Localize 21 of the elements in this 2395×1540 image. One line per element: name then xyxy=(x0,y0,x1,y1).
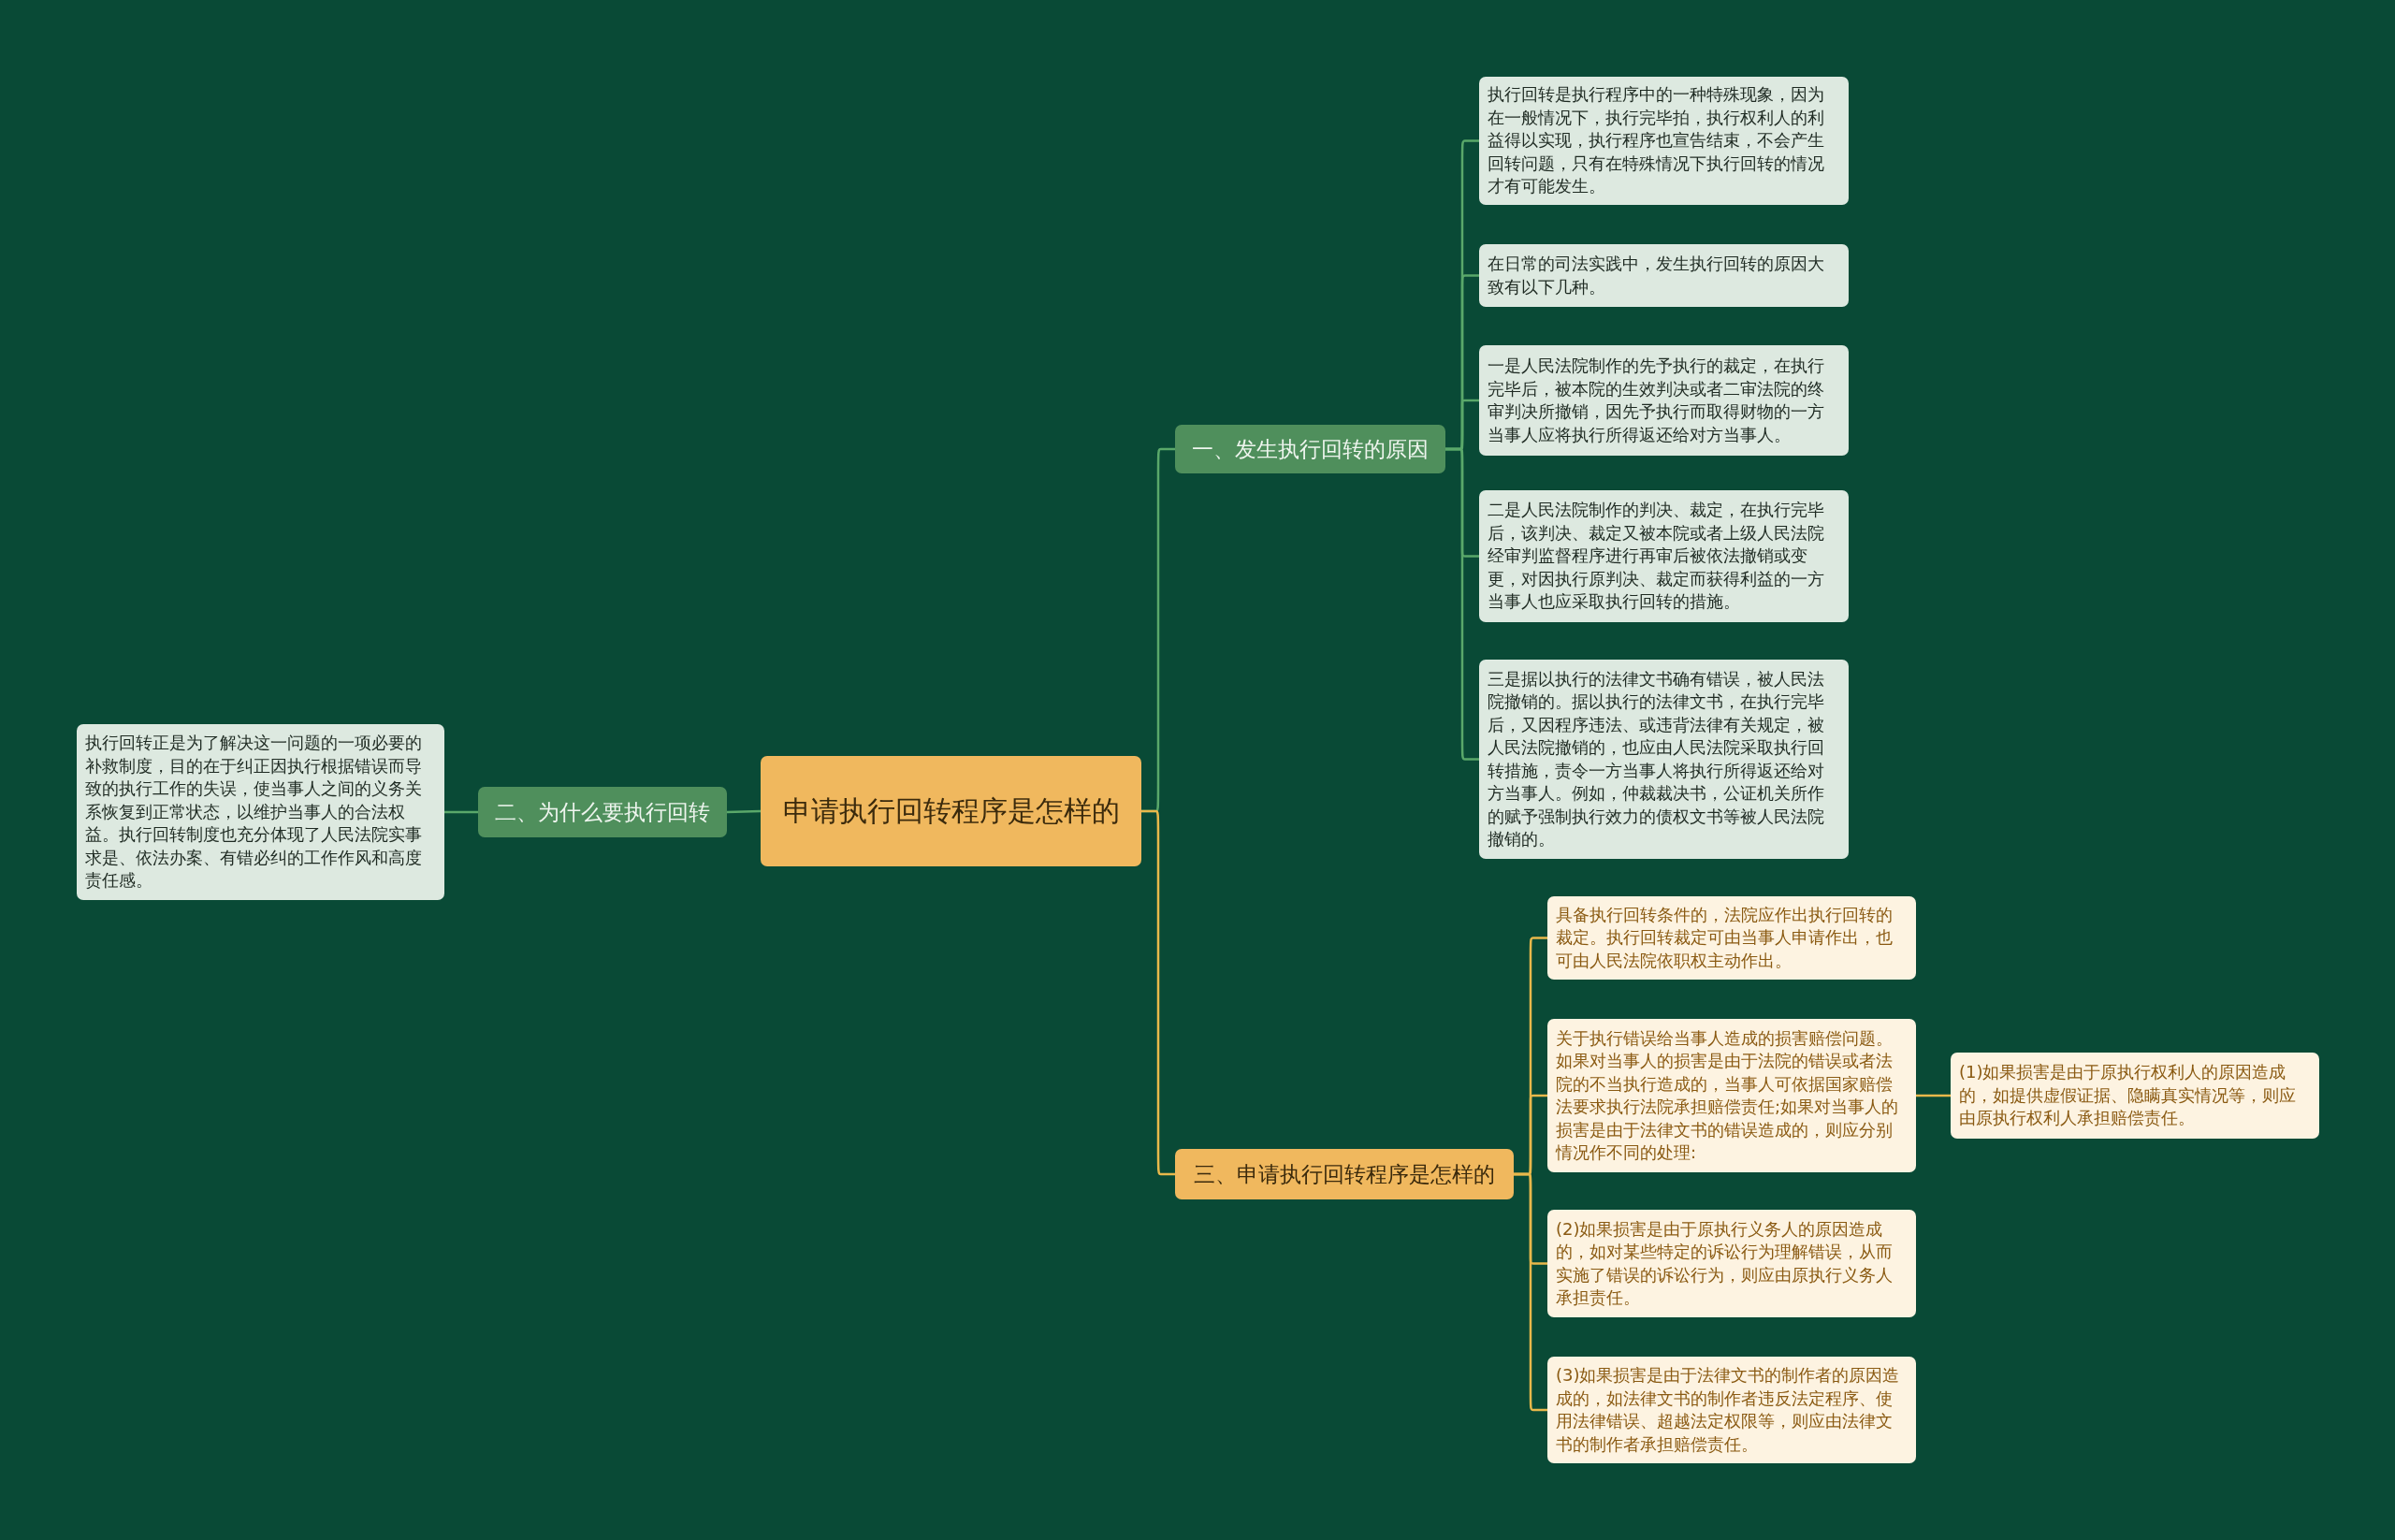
connector-line xyxy=(726,809,762,814)
branch-topic-box: 三、申请执行回转程序是怎样的 xyxy=(1175,1149,1514,1199)
note-box: 三是据以执行的法律文书确有错误，被人民法院撤销的。据以执行的法律文书，在执行完毕后，又因程序违法、或违背法律有关规定，被人民法院撤销的，也应由人民法院采取执行回转措施，责令一方当事人将执行所得返还给对方当事人。例如，仲裁裁决书，公证机关所作的赋予强制执行效力的债权文书等被人民法院撤销的。 xyxy=(1479,660,1849,859)
connector-line xyxy=(1514,1172,1547,1412)
note-box: 在日常的司法实践中，发生执行回转的原因大致有以下几种。 xyxy=(1479,244,1849,307)
connector-line xyxy=(1916,1094,1951,1097)
connector-line xyxy=(1445,447,1479,761)
note-box: 执行回转正是为了解决这一问题的一项必要的补救制度，目的在于纠正因执行根据错误而导致的执行工作的失误，使当事人之间的义务关系恢复到正常状态，以维护当事人的合法权益。执行回转制度也充分体现了人民法院实事求是、依法办案、有错必纠的工作作风和高度责任感。 xyxy=(77,724,444,900)
connector-line xyxy=(1141,809,1175,1176)
note-box: (1)如果损害是由于原执行权利人的原因造成的，如提供虚假证据、隐瞒真实情况等，则应由原执行权利人承担赔偿责任。 xyxy=(1951,1053,2319,1139)
connector-line xyxy=(444,810,478,814)
branch-topic-box: 二、为什么要执行回转 xyxy=(478,787,727,837)
note-box: 关于执行错误给当事人造成的损害赔偿问题。如果对当事人的损害是由于法院的错误或者法院的不当执行造成的，当事人可依据国家赔偿法要求执行法院承担赔偿责任;如果对当事人的损害是由于法律文书的错误造成的，则应分别情况作不同的处理: xyxy=(1547,1019,1916,1172)
branch-topic-box: 一、发生执行回转的原因 xyxy=(1175,425,1445,473)
note-box: 执行回转是执行程序中的一种特殊现象，因为在一般情况下，执行完毕拍，执行权利人的利益得以实现，执行程序也宣告结束，不会产生回转问题，只有在特殊情况下执行回转的情况才有可能发生。 xyxy=(1479,77,1849,205)
note-box: 二是人民法院制作的判决、裁定，在执行完毕后，该判决、裁定又被本院或者上级人民法院经审判监督程序进行再审后被依法撤销或变更，对因执行原判决、裁定而获得利益的一方当事人也应采取执行回转的措施。 xyxy=(1479,490,1849,622)
note-box: 一是人民法院制作的先予执行的裁定，在执行完毕后，被本院的生效判决或者二审法院的终审判决所撤销，因先予执行而取得财物的一方当事人应将执行所得返还给对方当事人。 xyxy=(1479,345,1849,456)
note-box: (2)如果损害是由于原执行义务人的原因造成的，如对某些特定的诉讼行为理解错误，从而实施了错误的诉讼行为，则应由原执行义务人承担责任。 xyxy=(1547,1210,1916,1317)
note-box: 具备执行回转条件的，法院应作出执行回转的裁定。执行回转裁定可由当事人申请作出，也可由人民法院依职权主动作出。 xyxy=(1547,896,1916,980)
note-box: (3)如果损害是由于法律文书的制作者的原因造成的，如法律文书的制作者违反法定程序、使用法律错误、超越法定权限等，则应由法律文书的制作者承担赔偿责任。 xyxy=(1547,1357,1916,1463)
central-topic-box: 申请执行回转程序是怎样的 xyxy=(761,756,1141,866)
